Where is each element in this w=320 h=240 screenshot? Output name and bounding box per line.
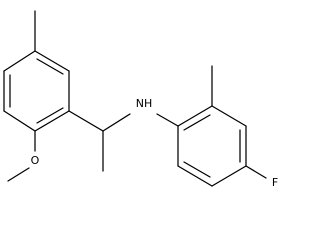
ring-a-double-2 [36,107,64,124]
ring-a-bond-4 [3,110,36,132]
ring-a-bond-1 [34,50,70,72]
left-benzene-ring [3,50,70,132]
nh-to-ring-bond [156,113,179,127]
nh-label: NH [136,97,153,110]
o-methyl-bond [7,167,30,182]
ring-b-bond-4 [211,165,247,187]
molecule-svg: O NH F [3,10,278,189]
ring-b-bond-2 [211,105,247,127]
ring-b-double-3 [183,161,211,178]
oxygen-label: O [31,154,40,167]
ring-to-chiral-bond [68,110,104,132]
ring-b-double-1 [183,114,211,131]
fluorine-label: F [272,176,278,189]
methoxy-group: O [7,130,40,182]
ring-a-bond-6 [3,50,36,72]
ring-b-bond-1 [177,105,213,127]
ethylidene-bridge [68,110,131,172]
ring-a-bond-3 [34,110,70,132]
ring-b-bond-5 [177,165,213,187]
chiral-to-nh-bond [102,113,131,132]
c-f-bond [245,165,267,179]
ring-a-double-1 [36,58,64,75]
chemical-structure-diagram: O NH F [3,10,279,189]
right-benzene-ring [177,105,247,187]
